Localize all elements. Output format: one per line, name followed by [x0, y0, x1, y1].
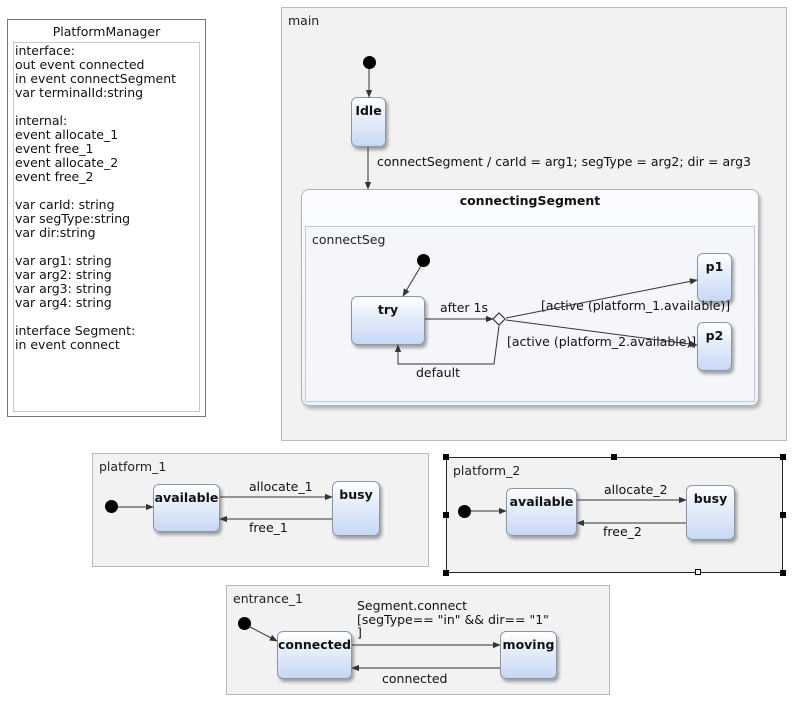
transition-label-segment-connect-1[interactable]: Segment.connect	[357, 598, 468, 613]
definition-line: event allocate_1	[15, 127, 119, 142]
state-platform-2-available-name: available	[509, 494, 574, 509]
region-platform-2-label: platform_2	[453, 463, 521, 478]
definition-line: var arg3: string	[15, 281, 112, 296]
region-platform-1-label: platform_1	[99, 459, 167, 474]
transition-label-after[interactable]: after 1s	[440, 300, 489, 315]
transition-label-connected-back[interactable]: connected	[382, 671, 448, 686]
state-p2-name: p2	[705, 328, 724, 343]
state-platform-2-available[interactable]: available	[506, 488, 577, 536]
state-connected[interactable]: connected	[277, 631, 352, 679]
state-try-name: try	[377, 302, 399, 317]
state-connected-name: connected	[278, 637, 352, 652]
selection-handle-middle-right[interactable]	[780, 512, 786, 518]
state-platform-2-busy[interactable]: busy	[686, 485, 735, 540]
state-idle-name: Idle	[355, 103, 382, 118]
transition-label-allocate-2[interactable]: allocate_2	[604, 482, 668, 497]
transition-label-allocate-1[interactable]: allocate_1	[249, 479, 313, 494]
selection-handle-bottom-right[interactable]	[780, 570, 786, 576]
transition-choice-to-p2[interactable]	[505, 319, 698, 348]
selection-handle-top-middle[interactable]	[611, 454, 617, 460]
definition-title: PlatformManager	[52, 24, 161, 39]
state-p1[interactable]: p1	[697, 253, 732, 302]
definition-line: in event connect	[15, 337, 120, 352]
initial-state-platform-1[interactable]	[105, 500, 118, 513]
state-platform-1-busy-name: busy	[339, 487, 373, 502]
transition-label-segment-connect-2[interactable]: [segType== "in" && dir== "1"	[357, 612, 549, 627]
definition-line: in event connectSegment	[15, 71, 177, 86]
definition-line: interface:	[15, 43, 75, 58]
state-platform-1-available-name: available	[154, 490, 219, 505]
state-p1-name: p1	[705, 259, 724, 274]
definition-line: event allocate_2	[15, 155, 119, 170]
state-p2[interactable]: p2	[697, 322, 732, 371]
transition-choice-to-p1[interactable]	[505, 278, 698, 319]
transition-label-connect-segment[interactable]: connectSegment / carId = arg1; segType =…	[377, 154, 751, 169]
initial-state-platform-2[interactable]	[458, 505, 471, 518]
selection-handle-middle-left[interactable]	[443, 512, 449, 518]
selection-handle-bottom-left[interactable]	[443, 570, 449, 576]
state-moving[interactable]: moving	[500, 631, 557, 679]
selection-handle-top-left[interactable]	[443, 454, 449, 460]
definition-line: interface Segment:	[15, 323, 136, 338]
definition-line: var segType:string	[15, 211, 131, 226]
definition-line: event free_1	[15, 141, 94, 156]
definition-line: internal:	[15, 113, 68, 128]
transition-entrance-initial-to-connected[interactable]	[249, 626, 278, 642]
initial-state-entrance-1[interactable]	[238, 617, 251, 630]
transition-label-free-2[interactable]: free_2	[603, 524, 642, 539]
transition-label-free-1[interactable]: free_1	[249, 520, 288, 535]
definition-section[interactable]: PlatformManager interface:out event conn…	[7, 19, 206, 417]
selection-handle-top-right[interactable]	[780, 454, 786, 460]
selection-handle-bottom-middle[interactable]	[695, 569, 701, 575]
definition-line: var terminalId:string	[15, 85, 144, 100]
state-moving-name: moving	[502, 637, 555, 652]
initial-state-connect-seg[interactable]	[417, 254, 430, 267]
state-connecting-segment-name: connectingSegment	[459, 193, 601, 208]
transition-choice-default-to-try[interactable]	[394, 325, 500, 365]
state-try[interactable]: try	[351, 296, 425, 345]
state-idle[interactable]: Idle	[351, 97, 386, 147]
region-platform-2[interactable]: platform_2	[446, 457, 783, 573]
definition-line: var arg2: string	[15, 267, 112, 282]
transition-initial-to-try[interactable]	[402, 265, 422, 297]
transition-label-segment-connect-3[interactable]: ]	[357, 625, 362, 640]
state-platform-2-busy-name: busy	[693, 491, 728, 506]
definition-line: var carId: string	[15, 197, 115, 212]
definition-line: event free_2	[15, 169, 94, 184]
definition-line: var dir:string	[15, 225, 96, 240]
initial-state-main[interactable]	[363, 56, 376, 69]
state-platform-1-busy[interactable]: busy	[332, 481, 380, 536]
definition-line: out event connected	[15, 57, 145, 72]
choice-node[interactable]	[492, 312, 506, 326]
transition-label-default[interactable]: default	[416, 365, 460, 380]
region-entrance-1-label: entrance_1	[233, 591, 304, 606]
transition-label-guard-p2[interactable]: [active (platform_2.available)]	[507, 334, 697, 349]
region-connect-seg-label: connectSeg	[312, 232, 386, 247]
region-main-label: main	[288, 13, 320, 28]
definition-line: var arg1: string	[15, 253, 112, 268]
definition-line: var arg4: string	[15, 295, 112, 310]
